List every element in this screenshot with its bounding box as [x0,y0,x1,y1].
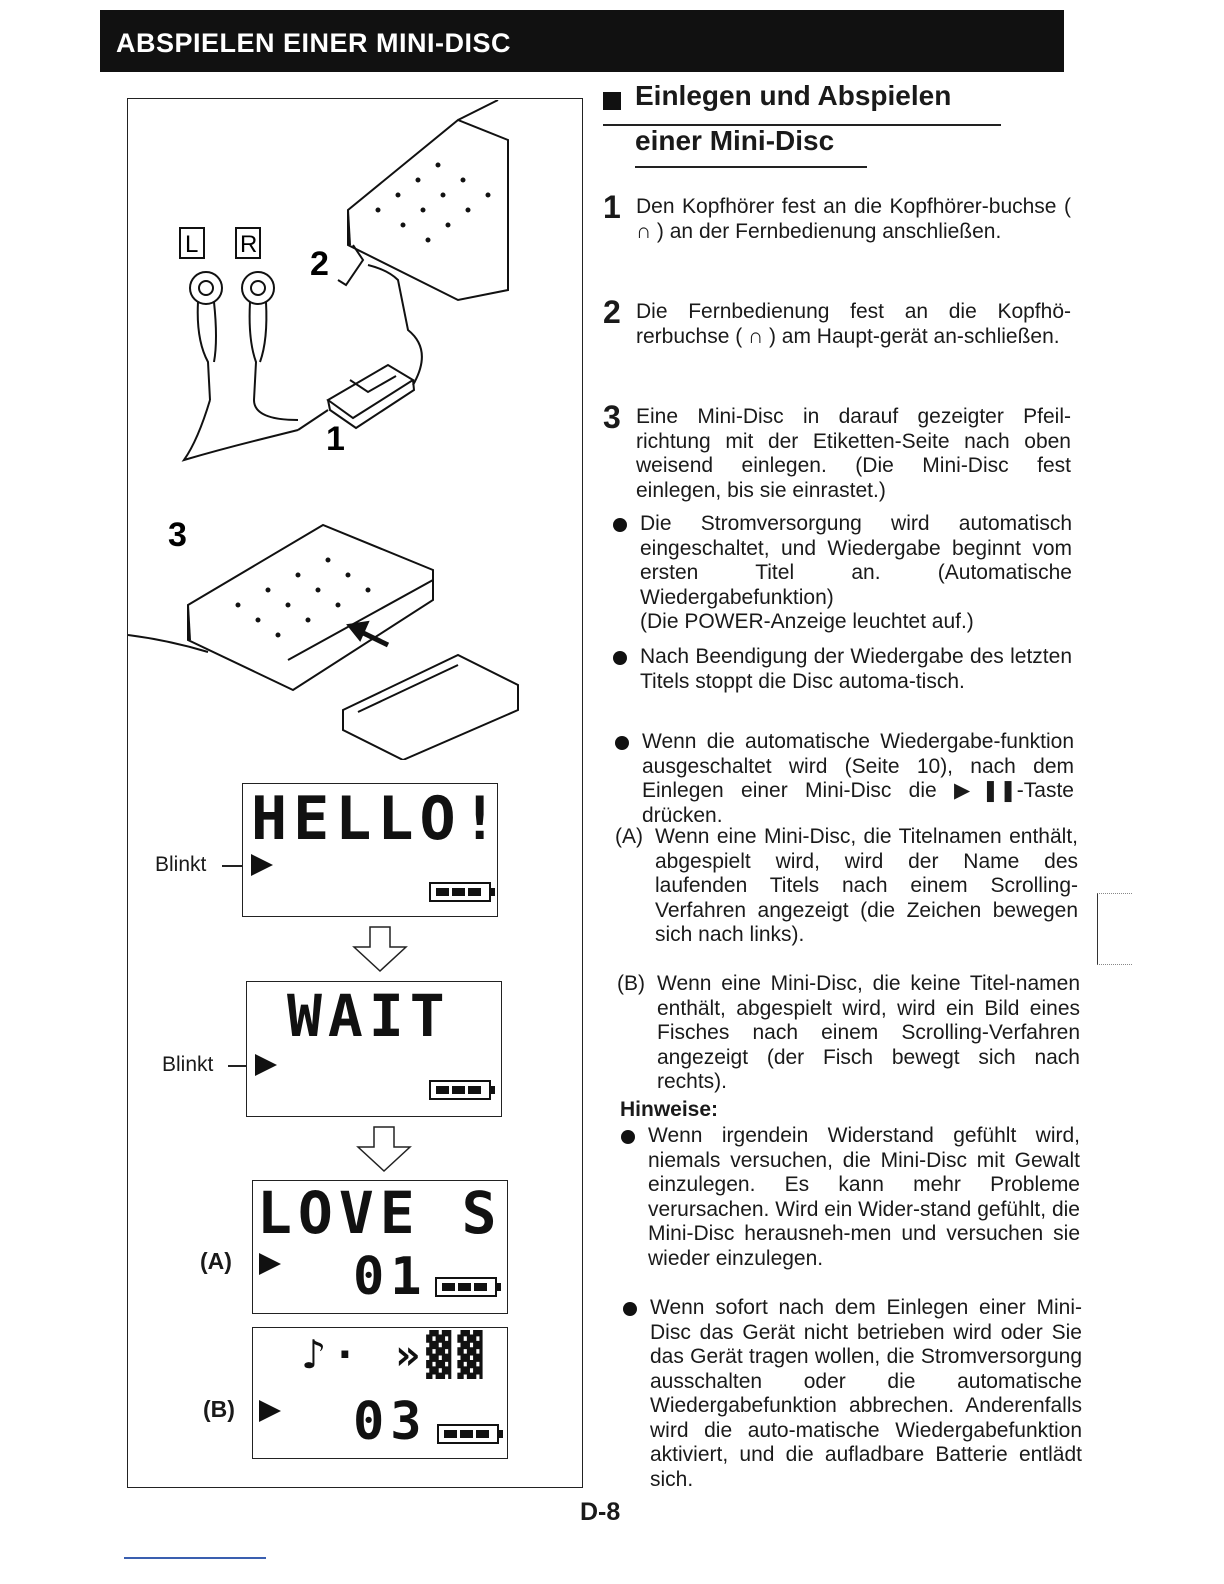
step-text: Eine Mini-Disc in darauf gezeigter Pfeil… [636,405,1071,502]
note-label: (A) [615,825,643,848]
step-number: 3 [603,399,621,435]
right-label: R [240,231,257,258]
bullet-dot-icon [623,1302,637,1316]
down-arrow-icon [356,1126,412,1173]
blinkt-label: Blinkt [162,1053,214,1076]
heading-underline [603,124,1001,126]
note-text: Wenn eine Mini-Disc, die keine Titel-nam… [657,972,1080,1093]
heading-line-2: einer Mini-Disc [635,125,835,156]
blinkt-leader [228,1065,246,1067]
blinkt-leader [222,865,242,867]
illustration-panel [127,98,583,1488]
lcd-display-hello: HELLO! [242,783,498,917]
down-arrow-icon [352,926,408,973]
blinkt-label: Blinkt [155,853,207,876]
track-number: 03 [353,1392,428,1452]
step-text: Den Kopfhörer fest an die Kopfhörer-buch… [636,195,1071,243]
lcd-text: ♪· »▓▓ [301,1330,489,1379]
bullet-dot-icon [613,518,627,532]
battery-icon [437,1424,503,1444]
lcd-text: LOVE S [257,1179,503,1247]
lcd-text: HELLO! [251,784,504,854]
track-number: 01 [353,1247,428,1307]
variant-a-label: (A) [200,1248,232,1274]
lcd-text: WAIT [287,982,451,1050]
remote-control-icon [297,264,423,431]
section-banner: ABSPIELEN EINER MINI-DISC [100,10,1064,72]
note-label: (B) [617,972,645,995]
hint-text: Wenn irgendein Widerstand gefühlt wird, … [648,1124,1080,1270]
notes-heading: Hinweise: [620,1098,719,1121]
heading-square-icon [603,92,621,110]
variant-b-label: (B) [203,1396,235,1422]
step-2-callout: 2 [310,245,329,283]
lcd-display-fish: ♪· »▓▓ 03 [252,1327,508,1459]
lcd-display-wait: WAIT [246,981,502,1117]
bullet-note: (Die POWER-Anzeige leuchtet auf.) [640,610,974,633]
step-number: 1 [603,189,621,225]
hint-text: Wenn sofort nach dem Einlegen einer Mini… [650,1296,1082,1491]
player-illustration: L R 2 1 3 [128,100,519,760]
left-label: L [185,231,198,258]
step-text: Die Fernbedienung fest an die Kopfhö-rer… [636,300,1071,348]
bullet-text: Wenn die automatische Wiedergabe-funktio… [642,730,1074,827]
disc-insertion-icon [128,523,519,760]
play-indicator-icon [259,1253,281,1275]
play-indicator-icon [255,1054,277,1076]
step-number: 2 [603,294,621,330]
battery-icon [435,1277,501,1297]
battery-icon [429,882,495,902]
lr-labels: L R [179,227,261,259]
battery-icon [429,1080,495,1100]
play-indicator-icon [251,854,273,876]
step-1-callout: 1 [326,420,345,458]
section-title: ABSPIELEN EINER MINI-DISC [116,28,512,58]
bullet-text: Nach Beendigung der Wiedergabe des letzt… [640,645,1072,693]
note-text: Wenn eine Mini-Disc, die Titelnamen enth… [655,825,1078,946]
heading-underline [635,166,867,168]
bullet-text: Die Stromversorgung wird automatisch ein… [640,512,1072,609]
step-3-callout: 3 [168,516,187,554]
page-number: D-8 [580,1498,621,1526]
heading-line-1: Einlegen und Abspielen [635,80,952,111]
lcd-display-title: LOVE S 01 [252,1179,508,1314]
footer-rule [124,1557,266,1559]
bullet-dot-icon [615,736,629,750]
margin-tab-marker [1097,893,1132,965]
play-indicator-icon [259,1400,281,1422]
minidisc-player-icon [337,100,509,302]
bullet-dot-icon [621,1130,635,1144]
earphones-icon [181,271,299,462]
bullet-dot-icon [613,651,627,665]
